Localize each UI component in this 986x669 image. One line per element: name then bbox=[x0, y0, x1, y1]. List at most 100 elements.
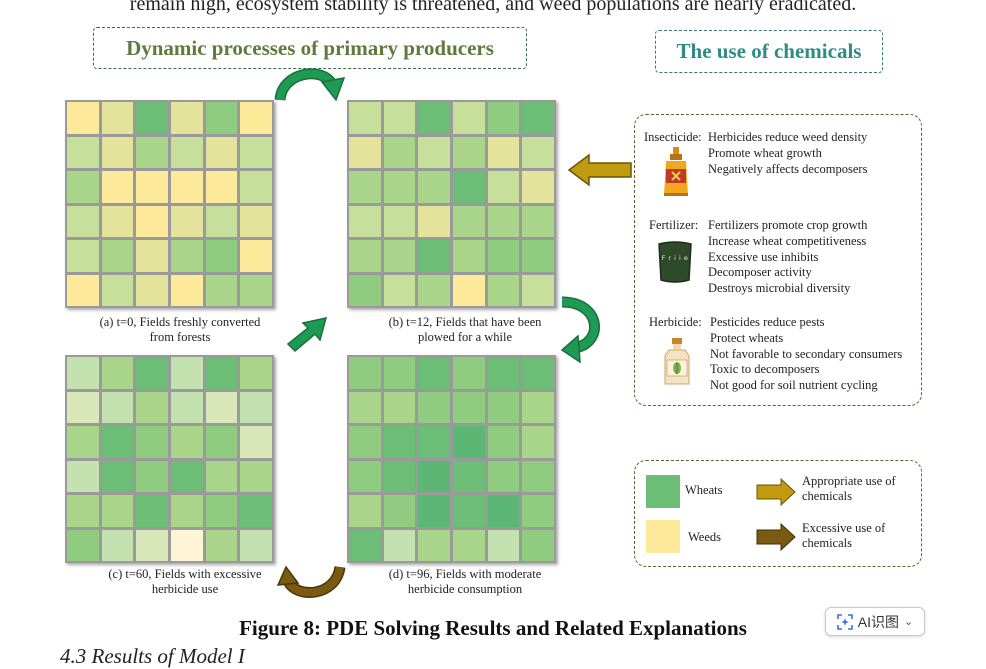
grid-cell bbox=[418, 240, 450, 272]
grid-a bbox=[65, 100, 274, 308]
grid-cell bbox=[136, 102, 168, 134]
herbicide-line: Pesticides reduce pests bbox=[710, 315, 825, 329]
grid-cell bbox=[67, 529, 99, 561]
grid-cell bbox=[240, 136, 272, 168]
grid-cell bbox=[170, 391, 203, 423]
caption-b: (b) t=12, Fields that have been plowed f… bbox=[350, 315, 580, 345]
grid-cell bbox=[240, 426, 272, 458]
grid-cell bbox=[349, 171, 381, 203]
grid-cell bbox=[349, 102, 381, 134]
grid-cell bbox=[349, 240, 381, 272]
grid-cell bbox=[240, 205, 272, 237]
grid-cell bbox=[418, 426, 450, 458]
herbicide-bottle-icon bbox=[664, 338, 690, 385]
ai-button-label: AI识图 bbox=[857, 613, 899, 630]
weeds-swatch bbox=[646, 520, 680, 553]
grid-cell bbox=[205, 240, 238, 272]
grid-cell bbox=[487, 357, 520, 389]
grid-cell bbox=[487, 171, 520, 203]
caption-c: (c) t=60, Fields with excessive herbicid… bbox=[60, 567, 310, 597]
grid-cell bbox=[418, 529, 450, 561]
grid-cell bbox=[101, 240, 134, 272]
curved-arrow-bottom-icon bbox=[276, 565, 346, 598]
ai-image-recognition-button[interactable]: AI识图 ⌄ bbox=[825, 607, 925, 636]
fertilizer-line: Destroys microbial diversity bbox=[708, 281, 851, 296]
grid-cell bbox=[452, 460, 485, 492]
caption-b-line1: (b) t=12, Fields that have been bbox=[388, 315, 542, 329]
grid-cell bbox=[101, 205, 134, 237]
grid-cell bbox=[101, 357, 134, 389]
herbicide-line: Not favorable to secondary consumers bbox=[710, 346, 903, 361]
caption-d-line1: (d) t=96, Fields with moderate bbox=[388, 567, 542, 581]
grid-cell bbox=[452, 102, 485, 134]
grid-cell bbox=[205, 529, 238, 561]
grid-cell bbox=[240, 171, 272, 203]
caption-d: (d) t=96, Fields with moderate herbicide… bbox=[350, 567, 580, 597]
grid-cell bbox=[452, 529, 485, 561]
fertilizer-line: Fertilizers promote crop growth bbox=[708, 218, 868, 232]
grid-cell bbox=[170, 529, 203, 561]
grid-cell bbox=[418, 391, 450, 423]
grid-cell bbox=[205, 495, 238, 527]
grid-cell bbox=[170, 495, 203, 527]
curved-arrow-right-icon bbox=[560, 296, 600, 364]
excessive-arrow-icon bbox=[756, 523, 796, 551]
grid-cell bbox=[452, 171, 485, 203]
grid-cell bbox=[522, 136, 554, 168]
grid-cell bbox=[170, 171, 203, 203]
grid-cell bbox=[67, 426, 99, 458]
grid-cell bbox=[240, 391, 272, 423]
grid-cell bbox=[240, 240, 272, 272]
grid-cell bbox=[522, 460, 554, 492]
grid-cell bbox=[487, 136, 520, 168]
grid-cell bbox=[136, 205, 168, 237]
caption-b-line2: plowed for a while bbox=[417, 330, 513, 344]
gold-arrow-left-icon bbox=[567, 153, 632, 187]
grid-cell bbox=[170, 357, 203, 389]
caption-c-line1: (c) t=60, Fields with excessive bbox=[108, 567, 262, 581]
grid-cell bbox=[205, 460, 238, 492]
grid-cell bbox=[383, 357, 416, 389]
left-section-title: Dynamic processes of primary producers bbox=[93, 27, 527, 69]
grid-cell bbox=[101, 171, 134, 203]
grid-cell bbox=[349, 426, 381, 458]
grid-cell bbox=[136, 357, 168, 389]
grid-cell bbox=[418, 495, 450, 527]
grid-cell bbox=[452, 357, 485, 389]
grid-cell bbox=[522, 529, 554, 561]
grid-cell bbox=[349, 205, 381, 237]
fertilizer-line: Excessive use inhibits bbox=[708, 249, 819, 264]
appropriate-line2: chemicals bbox=[802, 489, 852, 503]
fertilizer-bag-icon: F r i i e bbox=[656, 240, 694, 284]
insecticide-label: Insecticide: bbox=[644, 130, 702, 144]
grid-cell bbox=[67, 460, 99, 492]
grid-cell bbox=[205, 136, 238, 168]
grid-c bbox=[65, 355, 274, 563]
excessive-line2: chemicals bbox=[802, 536, 852, 550]
grid-cell bbox=[205, 205, 238, 237]
grid-b bbox=[347, 100, 556, 308]
grid-cell bbox=[205, 171, 238, 203]
grid-cell bbox=[487, 205, 520, 237]
grid-cell bbox=[205, 274, 238, 306]
grid-cell bbox=[522, 495, 554, 527]
grid-cell bbox=[67, 205, 99, 237]
grid-cell bbox=[522, 240, 554, 272]
grid-cell bbox=[101, 495, 134, 527]
grid-cell bbox=[240, 529, 272, 561]
grid-cell bbox=[487, 529, 520, 561]
grid-cell bbox=[205, 426, 238, 458]
grid-cell bbox=[136, 171, 168, 203]
grid-cell bbox=[101, 391, 134, 423]
grid-cell bbox=[349, 274, 381, 306]
grid-cell bbox=[67, 102, 99, 134]
grid-cell bbox=[205, 391, 238, 423]
grid-cell bbox=[418, 205, 450, 237]
grid-cell bbox=[101, 426, 134, 458]
grid-cell bbox=[240, 274, 272, 306]
fertilizer-label: Fertilizer: bbox=[649, 218, 699, 232]
appropriate-line1: Appropriate use of bbox=[802, 474, 896, 488]
curved-arrow-top-icon bbox=[274, 68, 346, 102]
grid-cell bbox=[136, 426, 168, 458]
grid-cell bbox=[170, 136, 203, 168]
